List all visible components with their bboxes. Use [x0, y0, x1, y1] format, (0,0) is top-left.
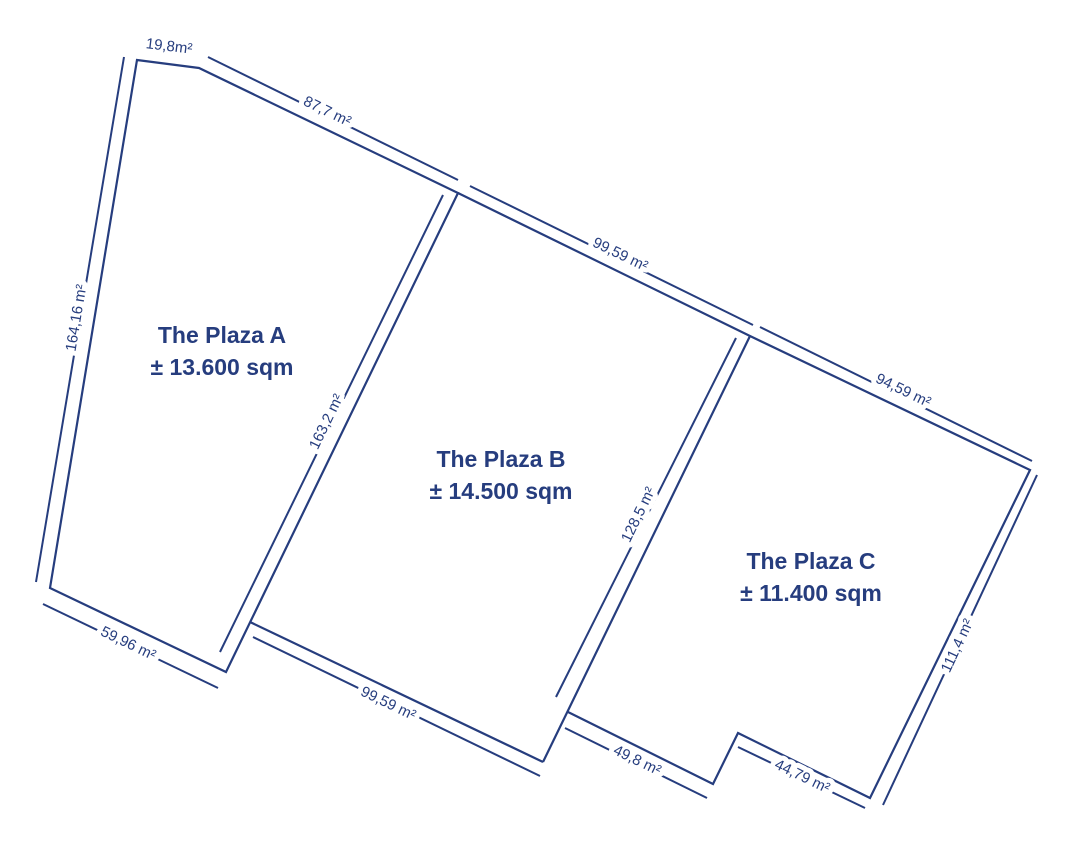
dim-line-left-a: [35, 56, 125, 583]
plot-b-right-wall: [542, 335, 751, 763]
dim-label-divider-ab: 163,2 m²: [306, 391, 347, 452]
dim-line-bottom-a: [42, 603, 219, 689]
dim-line-bottom-c1: [564, 727, 708, 799]
dim-line-bottom-c2: [737, 746, 866, 809]
dim-label-top-a: 87,7 m²: [301, 93, 354, 130]
dim-line-right-c: [882, 474, 1038, 806]
dim-label-top-a-short: 19,8m²: [145, 35, 193, 58]
dim-label-bottom-a: 59,96 m²: [98, 623, 159, 664]
dim-line-divider-ab: [219, 194, 444, 653]
plot-c-name: The Plaza C: [746, 548, 875, 574]
plot-b-bottom-wall: [249, 621, 544, 763]
plot-a-area: ± 13.600 sqm: [150, 354, 293, 380]
dim-label-left-a: 164,16 m²: [63, 283, 91, 352]
plot-b-name: The Plaza B: [436, 446, 565, 472]
plot-a-name: The Plaza A: [158, 322, 286, 348]
dim-line-divider-bc: [555, 337, 737, 698]
dim-label-top-b: 99,59 m²: [590, 234, 651, 275]
dim-label-top-c: 94,59 m²: [873, 370, 934, 411]
dim-label-bottom-c2: 44,79 m²: [772, 756, 833, 797]
dim-line-top-b: [469, 185, 754, 326]
plot-a-outline: [48, 58, 460, 674]
dim-line-top-c: [759, 326, 1033, 462]
dim-line-top-a: [207, 56, 459, 181]
dim-line-bottom-b: [252, 636, 541, 777]
plot-c-area: ± 11.400 sqm: [740, 580, 882, 606]
plot-b-area: ± 14.500 sqm: [429, 478, 572, 504]
